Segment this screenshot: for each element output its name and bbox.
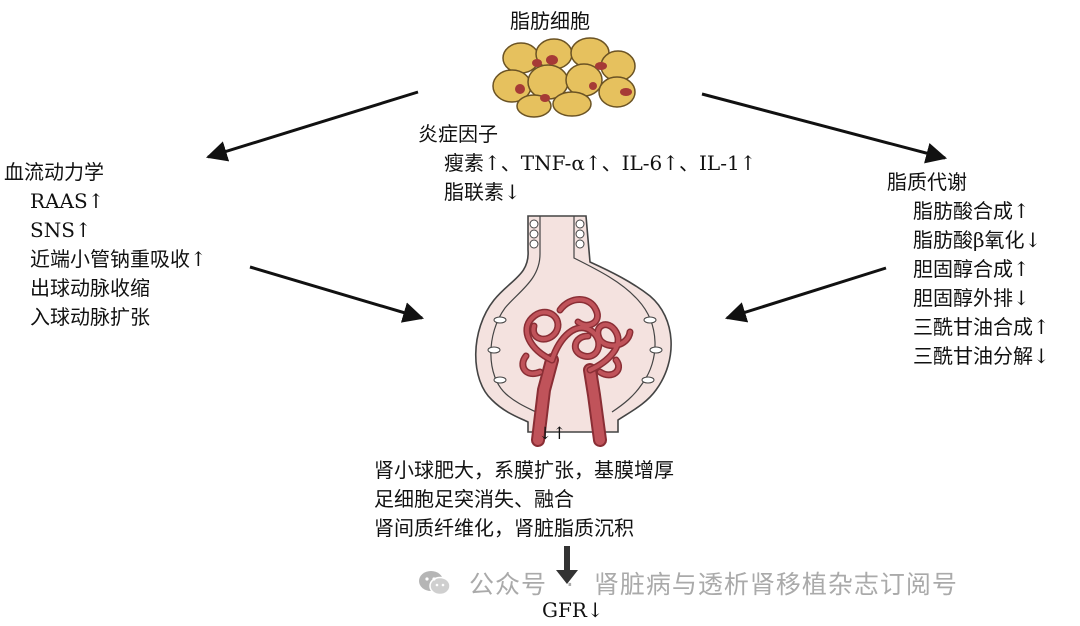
glomerulus-changes-block: 肾小球肥大，系膜扩张，基膜增厚 足细胞足突消失、融合 肾间质纤维化，肾脏脂质沉积	[374, 456, 674, 543]
adipocyte-cluster-icon	[492, 37, 636, 118]
lipid-metabolism-block: 脂质代谢 脂肪酸合成↑ 脂肪酸β氧化↓ 胆固醇合成↑ 胆固醇外排↓ 三酰甘油合成…	[887, 168, 1050, 371]
glomerulus-illustration	[475, 215, 672, 447]
inflammation-title: 炎症因子	[418, 122, 498, 146]
lipid-metabolism-item: 脂肪酸β氧化↓	[913, 228, 1042, 252]
hemodynamics-block: 血流动力学 RAAS↑ SNS↑ 近端小管钠重吸收↑ 出球动脉收缩 入球动脉扩张	[4, 158, 207, 332]
inflammation-line-1: 瘦素↑、TNF-α↑、IL-6↑、IL-1↑	[444, 151, 757, 175]
flow-direction-marker: ↓↑	[538, 424, 567, 444]
watermark-prefix: 公众号	[468, 570, 547, 599]
watermark: 公众号 · 肾脏病与透析肾移植杂志订阅号	[418, 565, 958, 603]
inflammation-block: 炎症因子 瘦素↑、TNF-α↑、IL-6↑、IL-1↑ 脂联素↓	[418, 120, 756, 207]
hemodynamics-item: 近端小管钠重吸收↑	[30, 247, 207, 271]
glomerulus-change-line: 肾小球肥大，系膜扩张，基膜增厚	[374, 458, 674, 482]
arrow-to-gfr	[556, 546, 578, 584]
hemodynamics-item: SNS↑	[30, 218, 92, 242]
hemodynamics-title: 血流动力学	[4, 160, 104, 184]
inflammation-line-2: 脂联素↓	[444, 180, 521, 204]
arrow-hemodynamics-to-glomerulus	[249, 265, 425, 323]
watermark-separator: ·	[565, 570, 575, 599]
gfr-outcome: GFR↓	[542, 598, 604, 622]
hemodynamics-item: 出球动脉收缩	[30, 276, 150, 300]
lipid-metabolism-item: 胆固醇外排↓	[913, 286, 1030, 310]
glomerulus-change-line: 足细胞足突消失、融合	[374, 487, 574, 511]
arrow-to-hemodynamics	[205, 90, 419, 162]
arrow-lipid-to-glomerulus	[724, 266, 887, 323]
lipid-metabolism-item: 三酰甘油分解↓	[913, 344, 1050, 368]
arrow-to-lipid-metabolism	[701, 92, 948, 164]
glomerulus-change-line: 肾间质纤维化，肾脏脂质沉积	[374, 516, 634, 540]
lipid-metabolism-title: 脂质代谢	[887, 170, 967, 194]
adipocyte-title: 脂肪细胞	[510, 9, 590, 33]
wechat-icon	[418, 569, 452, 603]
watermark-name: 肾脏病与透析肾移植杂志订阅号	[593, 570, 958, 599]
lipid-metabolism-item: 脂肪酸合成↑	[913, 199, 1030, 223]
hemodynamics-item: 入球动脉扩张	[30, 305, 150, 329]
hemodynamics-item: RAAS↑	[30, 189, 105, 213]
lipid-metabolism-item: 胆固醇合成↑	[913, 257, 1030, 281]
lipid-metabolism-item: 三酰甘油合成↑	[913, 315, 1050, 339]
